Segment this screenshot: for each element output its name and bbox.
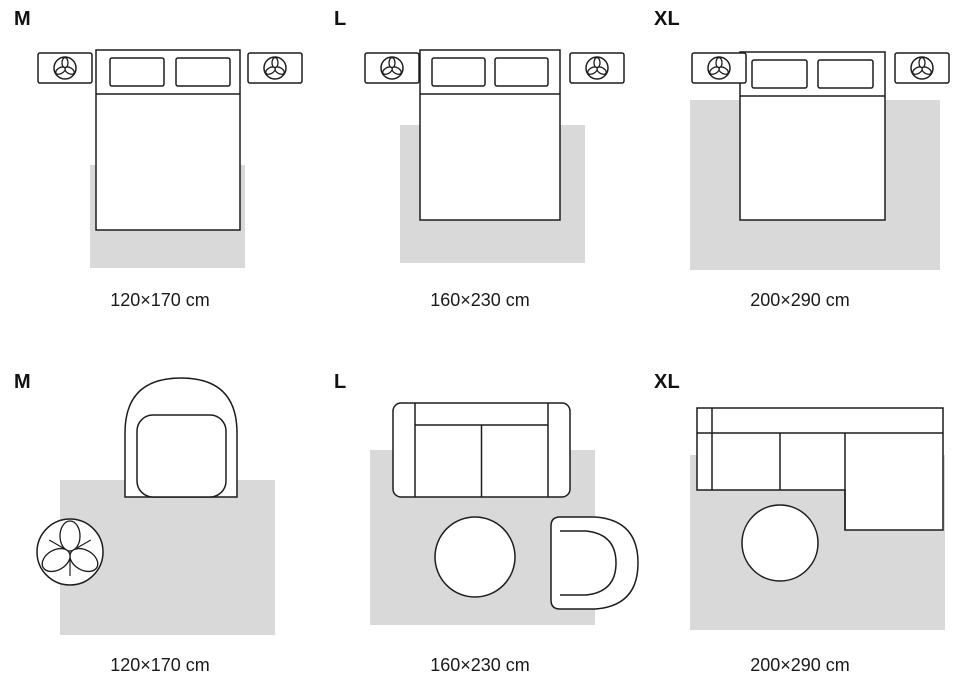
panel-living-m: M 120×170 cm xyxy=(0,345,320,690)
living-m-illustration xyxy=(36,377,275,635)
living-xl-illustration xyxy=(690,407,945,630)
rug-dimensions: 160×230 cm xyxy=(430,655,530,675)
size-label: XL xyxy=(654,8,680,30)
plant-icon xyxy=(382,56,402,75)
bedroom-m-illustration xyxy=(37,49,303,268)
plant-icon xyxy=(912,56,932,75)
pouf xyxy=(741,504,819,582)
size-label: L xyxy=(334,371,347,393)
panel-living-l: L 160×230 cm xyxy=(320,345,640,690)
rug-dimensions: 200×290 cm xyxy=(750,290,850,310)
size-label: M xyxy=(14,8,31,30)
plant-icon xyxy=(55,56,75,75)
size-label: XL xyxy=(654,371,680,393)
pillow xyxy=(494,57,549,87)
nightstand-left xyxy=(37,52,93,84)
rug-dimensions: 200×290 cm xyxy=(750,655,850,675)
nightstand-right xyxy=(569,52,625,84)
bed xyxy=(95,49,241,231)
armchair xyxy=(550,516,639,610)
sofa xyxy=(392,402,571,498)
plant-icon xyxy=(41,520,99,576)
plant-icon xyxy=(265,56,285,75)
bedroom-xl-illustration xyxy=(690,51,950,270)
plant-icon xyxy=(709,56,729,75)
pillow xyxy=(817,59,874,89)
plant-icon xyxy=(587,56,607,75)
corner-sofa xyxy=(696,407,944,531)
size-label: L xyxy=(334,8,347,30)
living-l-illustration xyxy=(370,402,639,625)
bedroom-l-illustration xyxy=(364,49,625,263)
nightstand-left xyxy=(364,52,420,84)
nightstand-right xyxy=(894,52,950,84)
nightstand-left xyxy=(691,52,747,84)
armchair xyxy=(124,377,238,498)
rug-dimensions: 160×230 cm xyxy=(430,290,530,310)
size-label: M xyxy=(14,371,31,393)
nightstand-right xyxy=(247,52,303,84)
pillow xyxy=(109,57,165,87)
pillow xyxy=(431,57,486,87)
panel-bedroom-l: L 160×230 cm xyxy=(320,0,640,345)
pillow xyxy=(751,59,808,89)
bed xyxy=(739,51,886,221)
rug-dimensions: 120×170 cm xyxy=(110,655,210,675)
panel-living-xl: XL 200×290 cm xyxy=(640,345,960,690)
potted-plant xyxy=(36,518,104,586)
bed xyxy=(419,49,561,221)
rug-dimensions: 120×170 cm xyxy=(110,290,210,310)
pouf xyxy=(434,516,516,598)
panel-bedroom-xl: XL 200×290 cm xyxy=(640,0,960,345)
panel-bedroom-m: M 120×170 cm xyxy=(0,0,320,345)
pillow xyxy=(175,57,231,87)
